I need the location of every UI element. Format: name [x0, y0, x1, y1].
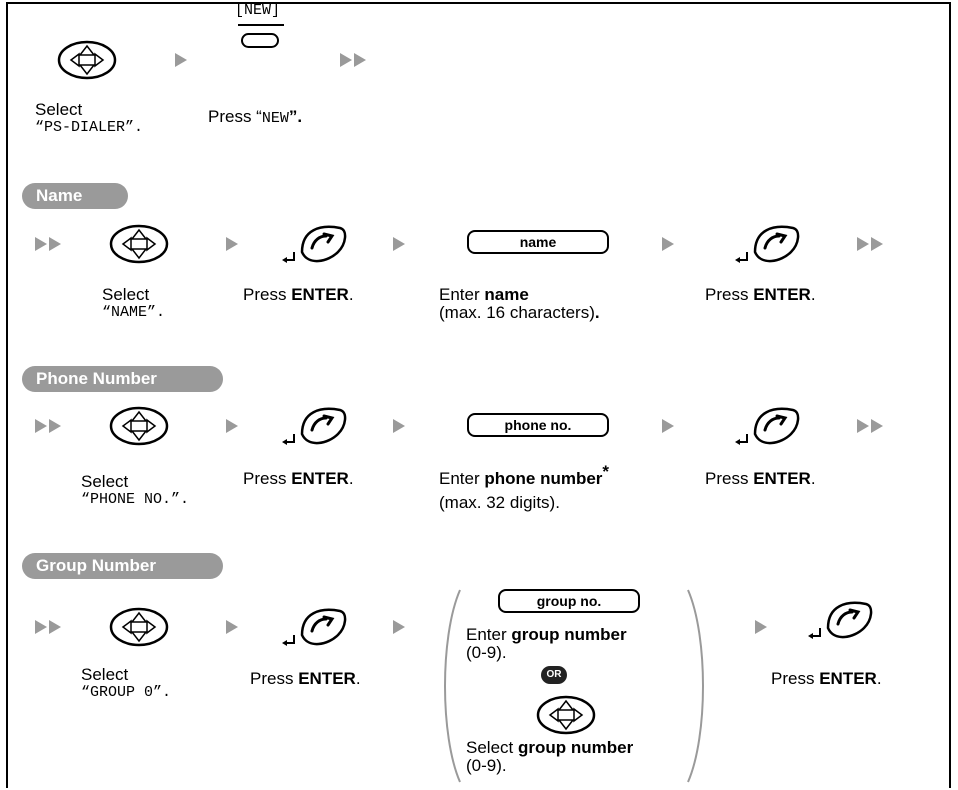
press-enter-caption: Press ENTER. — [250, 670, 361, 688]
select-ps-dialer-caption: Select “PS-DIALER”. — [35, 101, 143, 137]
select-phone-no-caption: Select “PHONE NO.”. — [81, 473, 189, 509]
press-enter-caption: Press ENTER. — [243, 286, 354, 304]
select-label: Select — [81, 472, 129, 491]
enter-key-icon[interactable] — [733, 222, 803, 266]
press-enter-caption: Press ENTER. — [243, 470, 354, 488]
footnote-asterisk: * — [602, 462, 610, 481]
enter-key-icon[interactable] — [280, 605, 350, 649]
press-suffix: . — [810, 469, 816, 488]
new-key-name: NEW — [261, 110, 289, 127]
name-max-length: (max. 16 characters) — [439, 303, 595, 322]
group-number-term: group number — [517, 738, 634, 757]
enter-key-name: ENTER — [753, 469, 811, 488]
enter-key-name: ENTER — [298, 669, 356, 688]
select-label: Select — [102, 285, 150, 304]
enter-phone-number-caption: Enter phone number* (max. 32 digits). — [439, 463, 609, 512]
enter-key-icon[interactable] — [806, 598, 876, 642]
phone-max-length: (max. 32 digits). — [439, 493, 560, 512]
press-suffix: . — [348, 469, 354, 488]
press-enter-caption: Press ENTER. — [771, 670, 882, 688]
name-section-header: Name — [22, 183, 128, 209]
group-number-term: group number — [511, 625, 627, 644]
press-label: Press — [250, 669, 299, 688]
continue-double-arrow-icon — [340, 53, 370, 67]
next-step-arrow-icon — [662, 419, 674, 433]
continue-double-arrow-icon — [857, 419, 887, 433]
enter-label: Enter — [466, 625, 512, 644]
press-label: Press — [243, 469, 292, 488]
new-soft-key-label: [NEW] — [235, 2, 281, 19]
press-suffix: . — [810, 285, 816, 304]
or-badge: OR — [541, 666, 567, 684]
phone-number-term: phone number — [484, 469, 603, 488]
select-name-caption: Select “NAME”. — [102, 286, 165, 322]
enter-key-name: ENTER — [753, 285, 811, 304]
select-group-0-caption: Select “GROUP 0”. — [81, 666, 171, 702]
phone-number-field: phone no. — [467, 413, 609, 437]
press-suffix: . — [876, 669, 882, 688]
next-step-arrow-icon — [393, 419, 405, 433]
press-label: Press — [243, 285, 292, 304]
enter-key-name: ENTER — [819, 669, 877, 688]
navigator-key-icon[interactable] — [536, 695, 596, 735]
select-label: Select — [466, 738, 518, 757]
ps-dialer-value: “PS-DIALER”. — [35, 119, 144, 136]
continue-double-arrow-icon — [35, 419, 65, 433]
group-range: (0-9). — [466, 756, 507, 775]
soft-key-icon[interactable] — [241, 33, 279, 48]
group-number-section-header: Group Number — [22, 553, 223, 579]
group-range: (0-9). — [466, 643, 507, 662]
select-label: Select — [35, 100, 83, 119]
press-suffix: ”. — [288, 107, 303, 126]
enter-label: Enter — [439, 285, 485, 304]
phone-number-section-header: Phone Number — [22, 366, 223, 392]
press-label: Press — [705, 285, 754, 304]
name-term: name — [484, 285, 529, 304]
period: . — [594, 303, 600, 322]
select-label: Select — [81, 665, 129, 684]
soft-key-divider — [238, 24, 284, 26]
enter-label: Enter — [439, 469, 485, 488]
navigator-key-icon[interactable] — [109, 406, 169, 446]
next-step-arrow-icon — [175, 53, 187, 67]
select-group-number-caption: Select group number (0-9). — [466, 739, 633, 775]
name-field: name — [467, 230, 609, 254]
navigator-key-icon[interactable] — [109, 607, 169, 647]
phone-no-value: “PHONE NO.”. — [81, 491, 190, 508]
next-step-arrow-icon — [226, 237, 238, 251]
enter-group-number-caption: Enter group number (0-9). — [466, 626, 627, 662]
press-label: Press — [705, 469, 754, 488]
press-enter-caption: Press ENTER. — [705, 470, 816, 488]
navigator-key-icon[interactable] — [57, 40, 117, 80]
name-value: “NAME”. — [102, 304, 166, 321]
enter-key-icon[interactable] — [733, 404, 803, 448]
continue-double-arrow-icon — [35, 237, 65, 251]
next-step-arrow-icon — [226, 419, 238, 433]
next-step-arrow-icon — [393, 620, 405, 634]
continue-double-arrow-icon — [857, 237, 887, 251]
press-label: Press — [771, 669, 820, 688]
next-step-arrow-icon — [755, 620, 767, 634]
group-0-value: “GROUP 0”. — [81, 684, 172, 701]
enter-key-icon[interactable] — [280, 404, 350, 448]
enter-name-caption: Enter name (max. 16 characters). — [439, 286, 600, 322]
group-number-field: group no. — [498, 589, 640, 613]
right-parenthesis — [687, 589, 704, 783]
press-enter-caption: Press ENTER. — [705, 286, 816, 304]
press-new-caption: Press “NEW”. — [208, 108, 302, 128]
press-suffix: . — [348, 285, 354, 304]
left-parenthesis — [444, 589, 461, 783]
procedure-frame — [6, 2, 951, 788]
next-step-arrow-icon — [393, 237, 405, 251]
press-suffix: . — [355, 669, 361, 688]
enter-key-name: ENTER — [291, 469, 349, 488]
continue-double-arrow-icon — [35, 620, 65, 634]
enter-key-icon[interactable] — [280, 222, 350, 266]
press-label: Press “ — [208, 107, 262, 126]
navigator-key-icon[interactable] — [109, 224, 169, 264]
next-step-arrow-icon — [226, 620, 238, 634]
next-step-arrow-icon — [662, 237, 674, 251]
enter-key-name: ENTER — [291, 285, 349, 304]
